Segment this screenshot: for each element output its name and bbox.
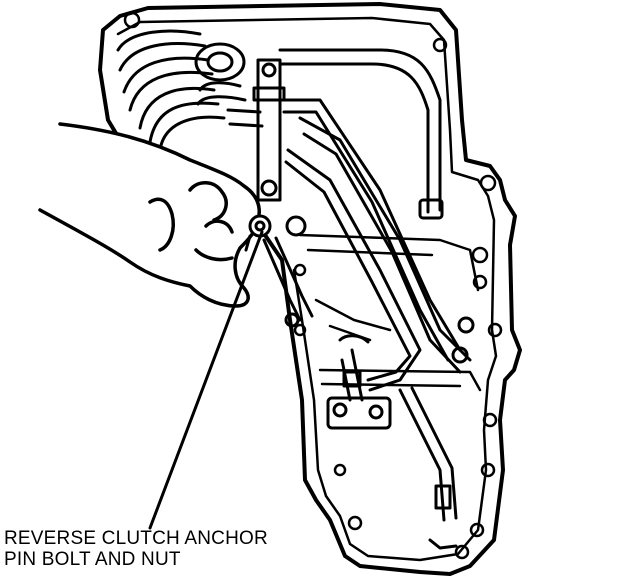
callout-label-line-2: PIN BOLT AND NUT xyxy=(4,549,181,570)
tube-end-fittings xyxy=(418,198,475,364)
case-flange-outline xyxy=(116,16,498,562)
case-outer-outline xyxy=(98,2,522,576)
pipe-fitting xyxy=(194,42,247,106)
fluid-tube-bundle xyxy=(226,48,472,392)
anchor-bracket xyxy=(326,334,392,430)
technician-hand xyxy=(38,122,261,308)
callout-label: REVERSE CLUTCH ANCHOR PIN BOLT AND NUT xyxy=(4,528,268,570)
callout-label-line-1: REVERSE CLUTCH ANCHOR xyxy=(4,528,268,549)
inner-partition xyxy=(298,233,482,392)
callout-leader-line xyxy=(148,230,264,530)
wrench-tool xyxy=(244,214,314,328)
curved-fluid-passages xyxy=(116,29,226,152)
flange-bolt-holes xyxy=(123,11,503,560)
lower-tube xyxy=(398,386,458,550)
pipe-clamp-bracket xyxy=(252,58,286,202)
